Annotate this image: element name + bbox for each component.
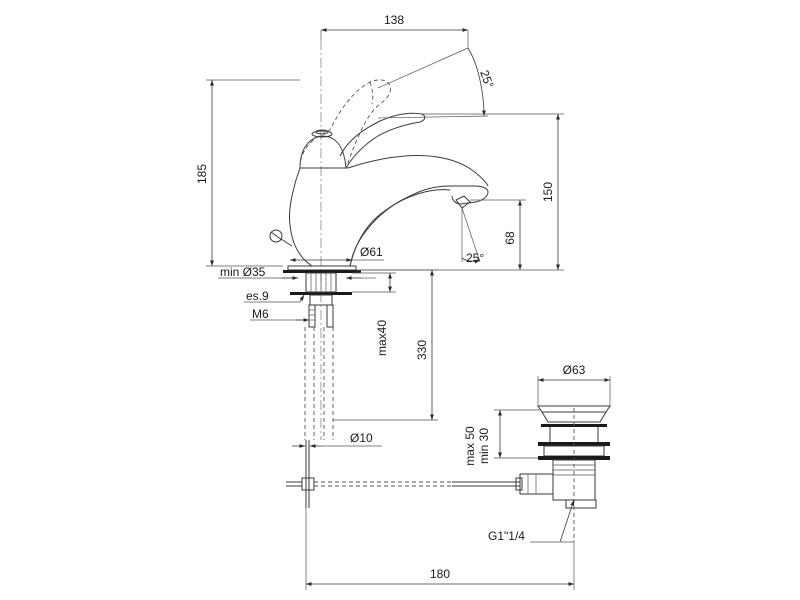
label-total-height: 185 xyxy=(195,164,209,184)
label-base-diameter: Ø61 xyxy=(360,245,383,259)
pop-up-waste xyxy=(515,405,611,540)
label-rod-diameter: Ø10 xyxy=(350,431,373,445)
label-max-deck: max40 xyxy=(375,320,389,356)
label-waste-diameter: Ø63 xyxy=(563,363,586,377)
label-spout-height: 150 xyxy=(541,182,555,202)
label-spout-reach: 138 xyxy=(384,13,404,27)
dimensions xyxy=(206,28,611,590)
label-max-thickness: es.9 xyxy=(246,289,269,303)
mounting-shank xyxy=(283,270,361,440)
dimension-labels: 138 25° 185 150 68 25° Ø61 min Ø35 es.9 … xyxy=(195,13,586,581)
label-pull-rod-length: 330 xyxy=(415,340,429,360)
label-aerator-height: 68 xyxy=(503,231,517,245)
faucet-body xyxy=(269,40,489,440)
label-thread: M6 xyxy=(252,307,269,321)
label-min-hole-diameter: min Ø35 xyxy=(220,265,266,279)
label-horizontal-rod-length: 180 xyxy=(430,567,450,581)
pull-rod xyxy=(286,440,520,508)
label-waste-range-max: max 50 xyxy=(463,426,477,466)
label-waste-range-min: min 30 xyxy=(477,428,491,464)
label-aerator-angle: 25° xyxy=(466,251,484,265)
label-waste-thread: G1"1/4 xyxy=(488,529,525,543)
label-lever-angle: 25° xyxy=(477,68,496,90)
